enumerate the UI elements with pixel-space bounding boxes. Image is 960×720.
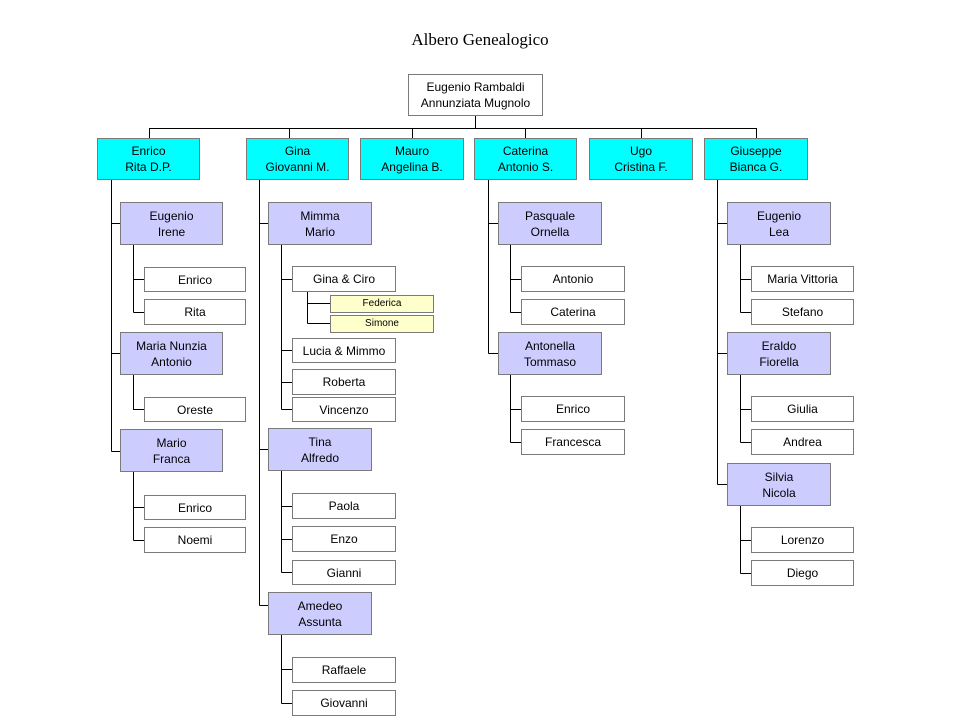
node-line-2: Alfredo	[300, 450, 340, 465]
child-node-mauro: Mauro Angelina B.	[360, 138, 464, 180]
great-great-grandchild-node: Simone	[330, 315, 434, 333]
great-grandchild-node: Oreste	[144, 397, 246, 422]
node-line-2: Fiorella	[759, 354, 799, 369]
great-grandchild-node: Enrico	[521, 396, 625, 422]
great-grandchild-node: Stefano	[751, 299, 854, 325]
grandchild-couple-node: Eugenio Lea	[727, 202, 831, 245]
great-grandchild-node: Diego	[751, 560, 854, 586]
great-grandchild-node: Gianni	[292, 560, 396, 585]
grandchild-couple-node: Antonella Tommaso	[498, 332, 602, 375]
great-grandchild-node: Caterina	[521, 299, 625, 325]
node-line-1: Giuseppe	[730, 144, 782, 158]
node-line-1: Enrico	[131, 144, 166, 158]
node-line-2: Angelina B.	[381, 160, 443, 174]
node-line-1: Pasquale	[524, 208, 576, 223]
grandchild-couple-node: Pasquale Ornella	[498, 202, 602, 245]
node-line-1: Eugenio	[756, 208, 802, 223]
grandchild-couple-node: Eugenio Irene	[120, 202, 223, 245]
node-line-2: Antonio	[151, 354, 192, 369]
grandchild-couple-node: Eraldo Fiorella	[727, 332, 831, 375]
great-grandchild-node: Antonio	[521, 266, 625, 292]
node-line-1: Eugenio	[149, 208, 194, 223]
great-grandchild-node: Paola	[292, 493, 396, 519]
child-node-caterina: Caterina Antonio S.	[474, 138, 577, 180]
great-grandchild-node: Vincenzo	[292, 397, 396, 422]
great-grandchild-node: Andrea	[751, 429, 854, 455]
grandchild-couple-node: Silvia Nicola	[727, 463, 831, 506]
great-grandchild-node: Lorenzo	[751, 527, 854, 553]
node-line-2: Antonio S.	[497, 160, 554, 174]
node-line-2: Franca	[152, 451, 191, 466]
grandchild-couple-node: Mimma Mario	[268, 202, 372, 245]
child-node-enrico: Enrico Rita D.P.	[97, 138, 200, 180]
great-grandchild-node: Raffaele	[292, 657, 396, 683]
node-line-1: Caterina	[502, 144, 549, 158]
grandchild-couple-node: Tina Alfredo	[268, 428, 372, 471]
node-line-1: Eraldo	[761, 338, 797, 353]
child-node-gina: Gina Giovanni M.	[246, 138, 349, 180]
node-line-2: Rita D.P.	[125, 160, 172, 174]
node-line-1: Silvia	[764, 469, 794, 484]
node-line-2: Cristina F.	[614, 160, 668, 174]
grandchild-couple-node: Mario Franca	[120, 429, 223, 472]
great-grandchild-node: Enrico	[144, 267, 246, 292]
node-line-1: Tina	[308, 434, 332, 449]
great-grandchild-node: Roberta	[292, 369, 396, 395]
node-line-2: Tommaso	[523, 354, 576, 369]
grandchild-couple-node: Maria Nunzia Antonio	[120, 332, 223, 375]
great-grandchild-node: Giovanni	[292, 690, 396, 716]
great-grandchild-node: Giulia	[751, 396, 854, 422]
great-grandchild-node: Enzo	[292, 526, 396, 552]
node-line-2: Lea	[768, 224, 790, 239]
node-line-1: Ugo	[629, 144, 652, 158]
child-node-giuseppe: Giuseppe Bianca G.	[704, 138, 808, 180]
great-grandchild-node: Gina & Ciro	[292, 266, 396, 292]
node-line-1: Gina	[284, 144, 311, 158]
great-grandchild-node: Rita	[144, 299, 246, 325]
node-line-2: Ornella	[530, 224, 570, 239]
node-line-1: Amedeo	[297, 598, 343, 613]
great-grandchild-node: Maria Vittoria	[751, 266, 854, 292]
great-grandchild-node: Francesca	[521, 429, 625, 455]
grandchild-couple-node: Amedeo Assunta	[268, 592, 372, 635]
node-line-2: Annunziata Mugnolo	[420, 96, 531, 110]
great-great-grandchild-node: Federica	[330, 295, 434, 313]
node-line-2: Irene	[157, 224, 186, 239]
root-couple-node: Eugenio Rambaldi Annunziata Mugnolo	[408, 74, 543, 116]
node-line-2: Assunta	[298, 614, 342, 629]
great-grandchild-node: Noemi	[144, 527, 246, 553]
node-line-2: Mario	[304, 224, 335, 239]
node-line-1: Antonella	[524, 338, 576, 353]
great-grandchild-node: Lucia & Mimmo	[292, 338, 396, 363]
node-line-1: Mario	[156, 435, 187, 450]
great-grandchild-node: Enrico	[144, 495, 246, 520]
node-line-2: Bianca G.	[729, 160, 783, 174]
node-line-2: Nicola	[762, 485, 796, 500]
node-line-1: Eugenio Rambaldi	[426, 80, 525, 94]
node-line-1: Mauro	[394, 144, 429, 158]
node-line-1: Maria Nunzia	[136, 338, 207, 353]
diagram-title: Albero Genealogico	[411, 30, 549, 49]
child-node-ugo: Ugo Cristina F.	[589, 138, 693, 180]
node-line-2: Giovanni M.	[265, 160, 330, 174]
node-line-1: Mimma	[300, 208, 340, 223]
